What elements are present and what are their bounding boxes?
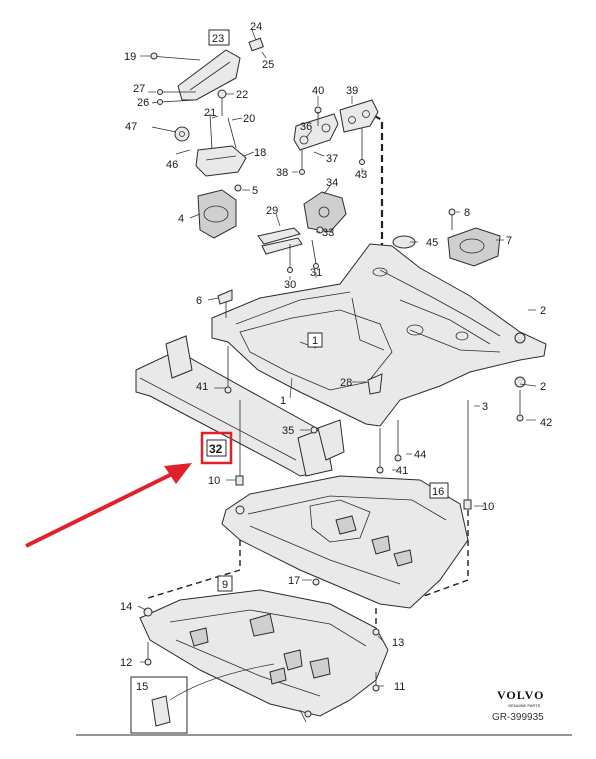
callout-14: 14 bbox=[120, 601, 132, 613]
callout-labels: 19 24 25 27 26 21 22 20 47 18 46 5 4 40 … bbox=[120, 21, 552, 693]
callout-42: 42 bbox=[540, 417, 552, 429]
callout-6: 6 bbox=[196, 295, 202, 307]
callout-47: 47 bbox=[125, 121, 137, 133]
callout-2a: 2 bbox=[540, 305, 546, 317]
callout-7: 7 bbox=[506, 235, 512, 247]
callout-30: 30 bbox=[284, 279, 296, 291]
callout-22: 22 bbox=[236, 89, 248, 101]
right-engine-mount bbox=[392, 208, 501, 267]
callout-41b: 41 bbox=[396, 465, 408, 477]
highlight-32: 32 bbox=[25, 431, 233, 548]
callout-20: 20 bbox=[243, 113, 255, 125]
callout-33: 33 bbox=[322, 227, 334, 239]
engine-bracket bbox=[195, 145, 247, 177]
callout-17: 17 bbox=[288, 575, 300, 587]
torque-rod bbox=[293, 113, 339, 151]
callout-12: 12 bbox=[120, 657, 132, 669]
bracket-28 bbox=[367, 373, 383, 395]
callout-40: 40 bbox=[312, 85, 324, 97]
guide-line-left-front bbox=[147, 540, 241, 599]
front-subframe bbox=[211, 243, 547, 427]
callout-36: 36 bbox=[300, 121, 312, 133]
callout-44: 44 bbox=[414, 449, 426, 461]
callout-27: 27 bbox=[133, 83, 145, 95]
leader-lines bbox=[137, 29, 537, 687]
callout-9: 9 bbox=[222, 579, 228, 591]
boxed-callouts: 23 1 16 9 15 bbox=[136, 29, 449, 693]
callout-46: 46 bbox=[166, 159, 178, 171]
callout-1b: 1 bbox=[280, 395, 286, 407]
bracket-6 bbox=[217, 289, 233, 305]
engine-mount-assembly bbox=[149, 37, 264, 239]
callout-24: 24 bbox=[250, 21, 262, 33]
callout-41a: 41 bbox=[196, 381, 208, 393]
callout-37: 37 bbox=[326, 153, 338, 165]
engine-mount-rubber bbox=[197, 189, 237, 239]
diagram-reference: GR-399935 bbox=[492, 712, 544, 723]
callout-16: 16 bbox=[432, 486, 444, 498]
callout-15: 15 bbox=[136, 681, 148, 693]
callout-3: 3 bbox=[482, 401, 488, 413]
callout-45: 45 bbox=[426, 237, 438, 249]
callout-26: 26 bbox=[137, 97, 149, 109]
callout-34: 34 bbox=[326, 177, 338, 189]
callout-19: 19 bbox=[124, 51, 136, 63]
callout-23: 23 bbox=[212, 33, 224, 45]
brand-subtitle: GENUINE PARTS bbox=[508, 703, 541, 708]
highlight-box bbox=[200, 431, 233, 465]
callout-4: 4 bbox=[178, 213, 184, 225]
mount-bracket-34 bbox=[257, 191, 347, 273]
callout-13: 13 bbox=[392, 637, 404, 649]
callout-38: 38 bbox=[276, 167, 288, 179]
callout-2b: 2 bbox=[540, 381, 546, 393]
callout-11: 11 bbox=[394, 681, 405, 693]
callout-8: 8 bbox=[464, 207, 470, 219]
red-arrow-shaft bbox=[25, 472, 173, 548]
callout-28: 28 bbox=[340, 377, 352, 389]
callout-10a: 10 bbox=[208, 475, 220, 487]
subframe-body bbox=[211, 243, 547, 427]
callout-31: 31 bbox=[310, 267, 322, 279]
callout-29: 29 bbox=[266, 205, 278, 217]
splash-shield-upper bbox=[221, 475, 469, 609]
callout-43: 43 bbox=[355, 169, 367, 181]
rod-bracket bbox=[339, 99, 379, 133]
red-arrow-head bbox=[164, 463, 192, 484]
mount-7 bbox=[447, 227, 501, 267]
callout-21: 21 bbox=[204, 107, 216, 119]
front-cross-member bbox=[135, 335, 524, 510]
callout-1a: 1 bbox=[312, 335, 318, 347]
shield-16 bbox=[221, 475, 469, 609]
callout-35: 35 bbox=[282, 425, 294, 437]
callout-18: 18 bbox=[254, 147, 266, 159]
guide-line-right-rear bbox=[401, 500, 469, 605]
mount-bracket bbox=[177, 49, 241, 101]
torque-rod-assembly bbox=[293, 99, 379, 175]
callout-39: 39 bbox=[346, 85, 358, 97]
splash-shield-lower bbox=[139, 589, 389, 723]
callout-32: 32 bbox=[209, 442, 223, 456]
clip-15 bbox=[151, 695, 171, 727]
callout-5: 5 bbox=[252, 185, 258, 197]
footer: VOLVO GENUINE PARTS GR-399935 bbox=[76, 688, 572, 736]
callout-10b: 10 bbox=[482, 501, 494, 513]
brand-logo: VOLVO bbox=[497, 688, 544, 702]
callout-25: 25 bbox=[262, 59, 274, 71]
clip-detail bbox=[130, 663, 275, 734]
